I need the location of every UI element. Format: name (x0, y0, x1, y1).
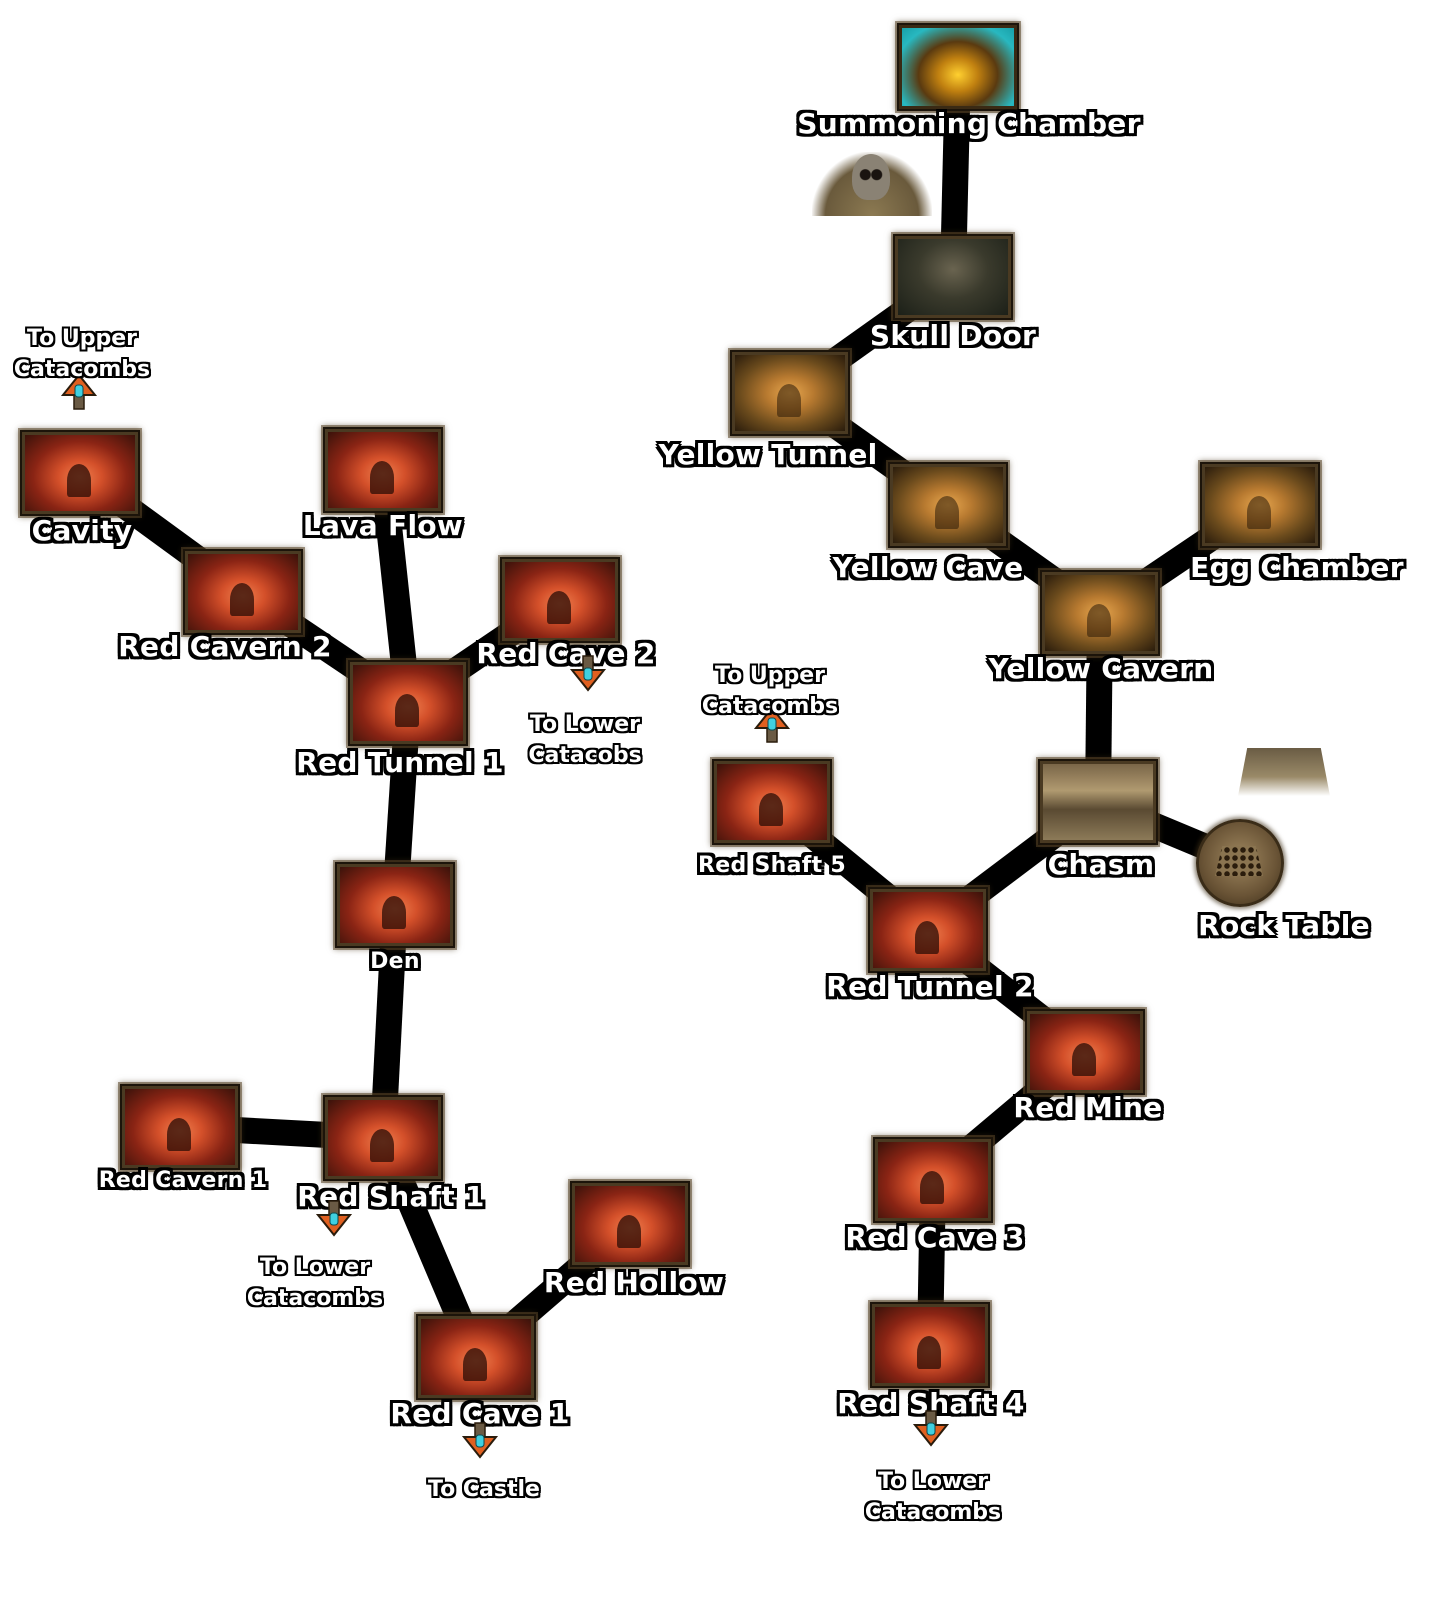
room-thumbnail[interactable] (1196, 819, 1284, 907)
room-label: Yellow Tunnel (658, 438, 878, 471)
cave-opening-icon (934, 495, 959, 530)
room-label: Lava Flow (302, 509, 464, 542)
room-label: Chasm (1047, 848, 1155, 881)
cave-opening-icon (546, 590, 571, 625)
room-thumbnail[interactable] (183, 549, 303, 635)
room-label: Yellow Cavern (988, 652, 1214, 685)
exit-label-line: To Lower (877, 1469, 989, 1494)
exit-label-line: To Lower (259, 1255, 371, 1280)
exit-label-line: To Upper (715, 663, 825, 688)
cave-opening-icon (381, 895, 406, 930)
room-thumbnail[interactable] (873, 1137, 993, 1223)
cave-opening-icon (369, 1128, 394, 1163)
exit-label: To Castle (428, 1474, 540, 1505)
room-label: Red Mine (1013, 1091, 1163, 1124)
skull-relief-icon (812, 152, 932, 216)
room-thumbnail[interactable] (120, 1084, 240, 1170)
room-thumbnail[interactable] (897, 23, 1019, 111)
room-label: Den (370, 949, 420, 974)
cave-opening-icon (914, 920, 939, 955)
room-thumbnail[interactable] (888, 462, 1008, 548)
room-thumbnail[interactable] (1200, 462, 1320, 548)
cave-opening-icon (916, 1335, 941, 1370)
cave-opening-icon (166, 1117, 191, 1152)
exit-arrow-down-icon[interactable] (568, 654, 608, 692)
skull-icon (852, 154, 890, 200)
room-thumbnail[interactable] (416, 1314, 536, 1400)
exit-label-line: Catacombs (864, 1500, 1002, 1525)
room-thumbnail[interactable] (500, 557, 620, 643)
exit-label-line: Catacombs (246, 1286, 384, 1311)
room-label: Red Cave 2 (476, 637, 656, 670)
room-thumbnail[interactable] (323, 427, 443, 513)
room-label: Red Cavern 1 (98, 1168, 268, 1193)
room-thumbnail[interactable] (570, 1181, 690, 1267)
room-label: Egg Chamber (1190, 551, 1404, 584)
room-thumbnail[interactable] (323, 1095, 443, 1181)
room-thumbnail[interactable] (1040, 570, 1160, 656)
cave-opening-icon (1071, 1042, 1096, 1077)
cave-opening-icon (776, 383, 801, 418)
exit-label-line: To Lower (529, 712, 641, 737)
exit-arrow-down-icon[interactable] (314, 1199, 354, 1237)
exit-arrow-down-icon[interactable] (460, 1421, 500, 1459)
room-label: Red Cavern 2 (118, 630, 332, 663)
cave-opening-icon (394, 693, 419, 728)
cave-opening-icon (1086, 603, 1111, 638)
exit-label-line: Catacobs (528, 743, 642, 768)
cave-opening-icon (229, 582, 254, 617)
cave-opening-icon (919, 1170, 944, 1205)
exit-label-line: Catacombs (701, 694, 839, 719)
exit-label-line: To Castle (428, 1477, 540, 1502)
room-label: Red Hollow (543, 1266, 725, 1299)
room-label: Cavity (31, 514, 133, 547)
room-thumbnail[interactable] (870, 1302, 990, 1388)
cave-opening-icon (1246, 495, 1271, 530)
room-label: Yellow Cave (832, 551, 1024, 584)
cave-opening-icon (616, 1214, 641, 1249)
exit-arrow-down-icon[interactable] (911, 1409, 951, 1447)
exit-label-line: To Upper (27, 326, 137, 351)
room-label: Rock Table (1198, 909, 1370, 942)
room-thumbnail[interactable] (1025, 1009, 1145, 1095)
cave-opening-icon (369, 460, 394, 495)
room-label: Red Cave 3 (845, 1221, 1025, 1254)
room-thumbnail[interactable] (893, 234, 1013, 320)
room-label: Red Tunnel 1 (296, 746, 504, 779)
room-label: Skull Door (869, 319, 1037, 352)
room-label: Summoning Chamber (797, 107, 1141, 140)
rock-table-icon (1215, 846, 1263, 876)
room-thumbnail[interactable] (348, 660, 468, 746)
stone-tablet-icon (1238, 748, 1330, 796)
room-thumbnail[interactable] (730, 350, 850, 436)
cave-opening-icon (66, 463, 91, 498)
room-thumbnail[interactable] (712, 759, 832, 845)
room-thumbnail[interactable] (868, 887, 988, 973)
room-thumbnail[interactable] (335, 862, 455, 948)
cave-opening-icon (462, 1347, 487, 1382)
room-thumbnail[interactable] (20, 430, 140, 516)
exit-label-line: Catacombs (13, 357, 151, 382)
room-label: Red Tunnel 2 (826, 970, 1034, 1003)
exit-arrow-up-icon[interactable] (59, 373, 99, 411)
cave-opening-icon (758, 792, 783, 827)
exit-arrow-up-icon[interactable] (752, 706, 792, 744)
room-label: Red Shaft 5 (698, 853, 846, 878)
room-thumbnail[interactable] (1038, 759, 1158, 845)
